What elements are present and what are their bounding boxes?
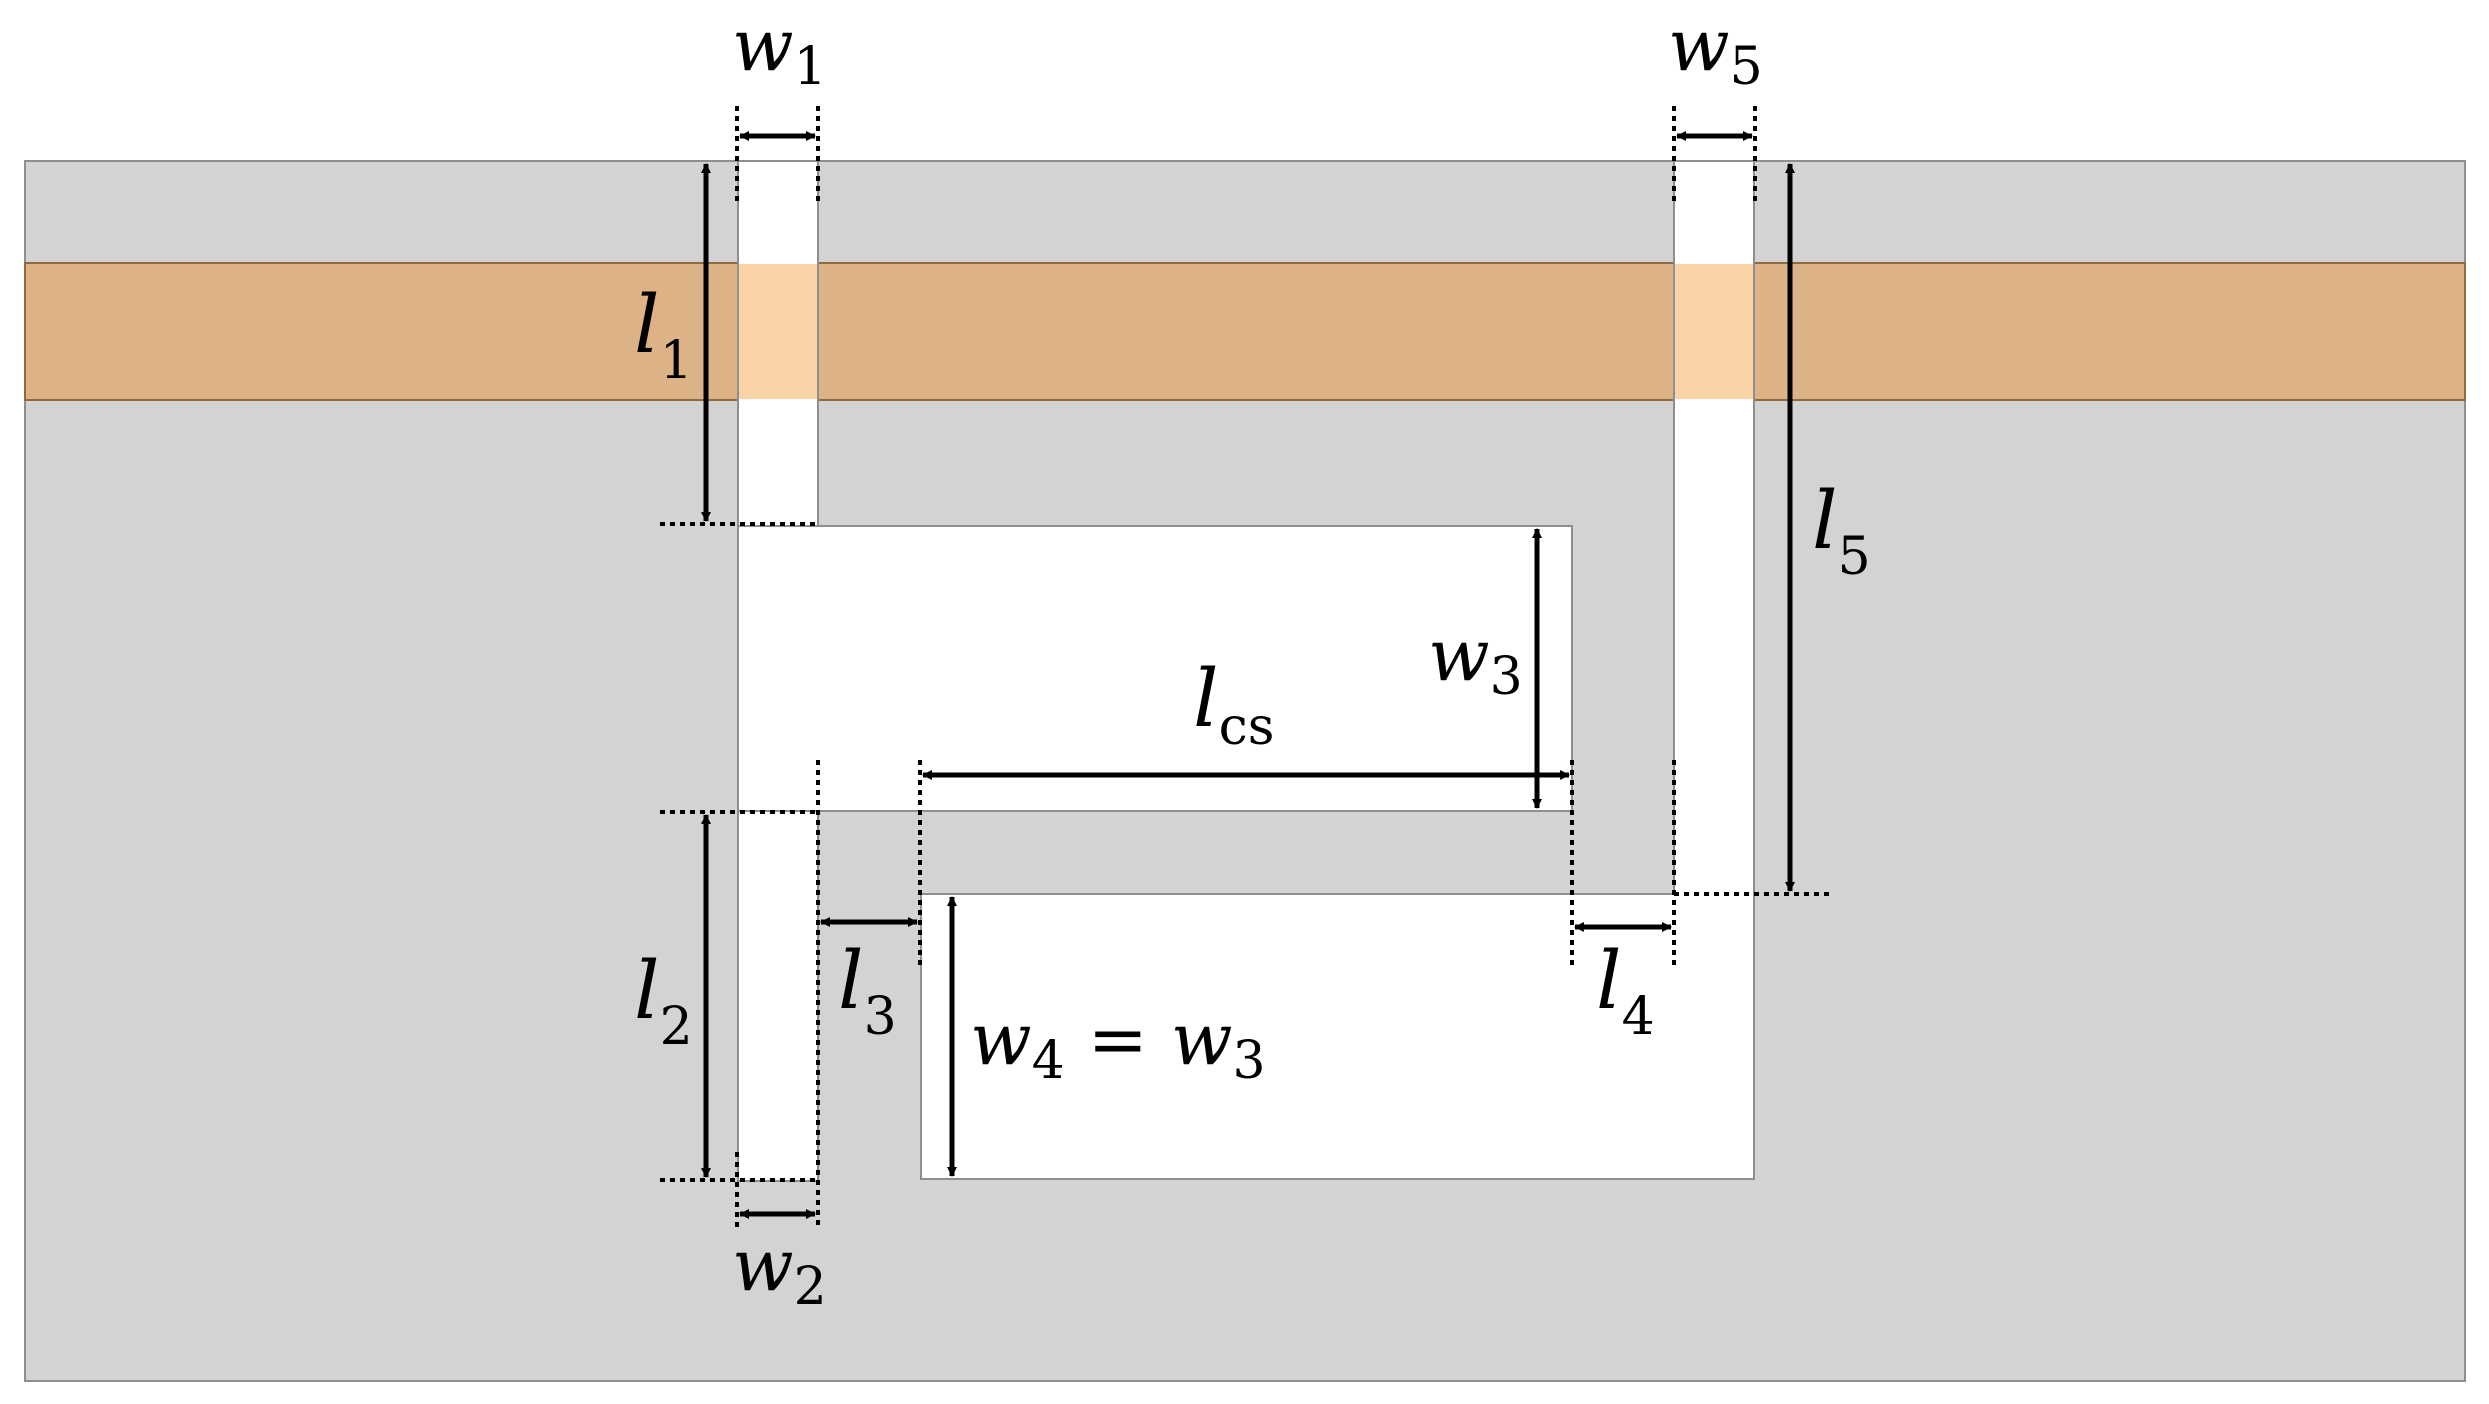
label-w2: w2 <box>732 1223 827 1317</box>
slot-upper-block <box>737 525 1573 812</box>
strip-overlap-left <box>739 264 817 399</box>
label-w1: w1 <box>732 3 827 97</box>
extension-lines <box>660 106 1830 1228</box>
label-l1: l1 <box>634 278 693 391</box>
strip-overlap-right <box>1675 264 1753 399</box>
label-l5: l5 <box>1812 474 1871 587</box>
label-w5: w5 <box>1668 3 1763 97</box>
label-l4: l4 <box>1596 934 1655 1047</box>
label-lcs: lcs <box>1193 652 1274 757</box>
label-w3: w3 <box>1428 613 1523 707</box>
feed-strip <box>24 262 2466 401</box>
dimension-arrows <box>701 131 1795 1219</box>
slot-lower-block <box>920 893 1755 1180</box>
slot-shape <box>737 160 1755 1182</box>
label-w4-equals-w3: w4 = w3 <box>970 997 1266 1091</box>
label-l3: l3 <box>838 934 897 1047</box>
label-l2: l2 <box>634 944 693 1057</box>
